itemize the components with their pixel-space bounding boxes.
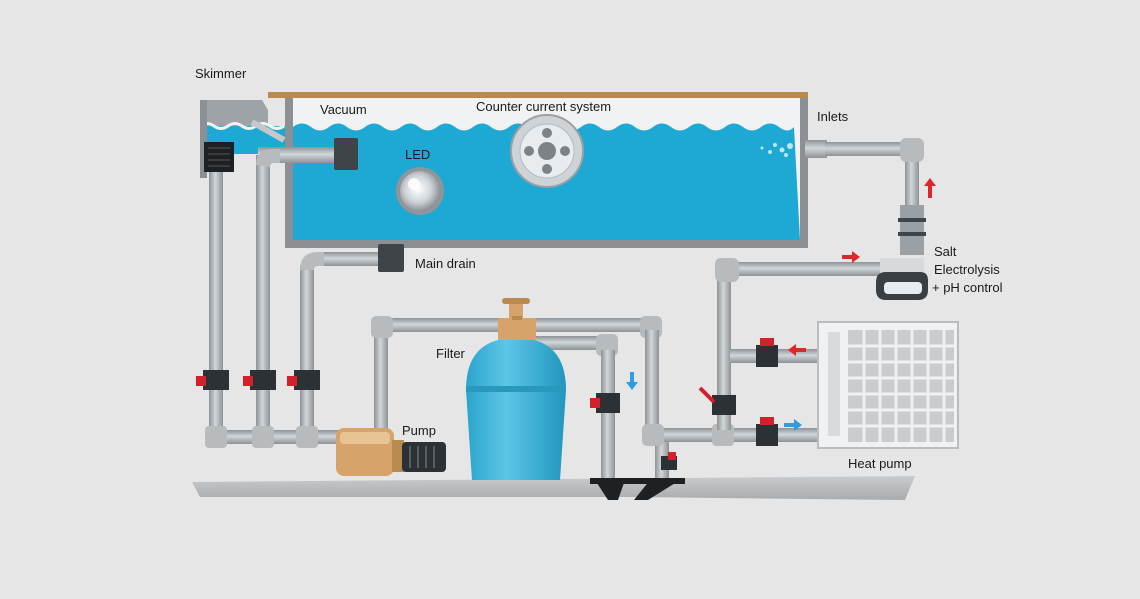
label-counter-current: Counter current system: [476, 99, 612, 114]
valve: [661, 452, 677, 470]
led-light: [396, 167, 444, 215]
label-salt: Salt: [934, 244, 957, 259]
flow-arrow-up: [924, 178, 936, 198]
valves: [196, 338, 778, 470]
label-ph-control: + pH control: [932, 280, 1003, 295]
label-vacuum: Vacuum: [320, 102, 367, 117]
flow-arrow-right: [842, 251, 860, 263]
valve: [287, 370, 320, 390]
flow-arrow-down-cold: [626, 372, 638, 390]
salt-electrolysis-cell: [876, 205, 928, 300]
label-heat-pump: Heat pump: [848, 456, 912, 471]
valve: [698, 386, 736, 415]
main-drain: [320, 244, 404, 272]
heat-pump-grille: [848, 330, 954, 442]
label-electrolysis: Electrolysis: [934, 262, 1000, 277]
inlet-fitting: [760, 140, 827, 158]
valve: [756, 417, 778, 446]
flow-arrows: [626, 178, 936, 431]
drain-siphons: [590, 478, 685, 500]
label-skimmer: Skimmer: [195, 66, 247, 81]
valve: [196, 370, 229, 390]
label-led: LED: [405, 147, 431, 162]
valve: [590, 393, 620, 413]
skimmer: [199, 100, 286, 178]
valve: [243, 370, 276, 390]
counter-current-unit: [510, 114, 584, 188]
pipe-network: [205, 138, 924, 480]
sand-filter: [466, 298, 566, 480]
label-filter: Filter: [436, 346, 465, 361]
flow-arrow-left: [788, 344, 806, 356]
label-main-drain: Main drain: [415, 256, 476, 271]
label-inlets: Inlets: [817, 109, 849, 124]
pool-pump: [336, 428, 446, 476]
heat-pump-unit: [817, 321, 959, 449]
valve: [756, 338, 778, 367]
label-pump: Pump: [402, 423, 436, 438]
flow-arrow-right-cold: [784, 419, 802, 431]
ground-slab: [192, 476, 915, 500]
